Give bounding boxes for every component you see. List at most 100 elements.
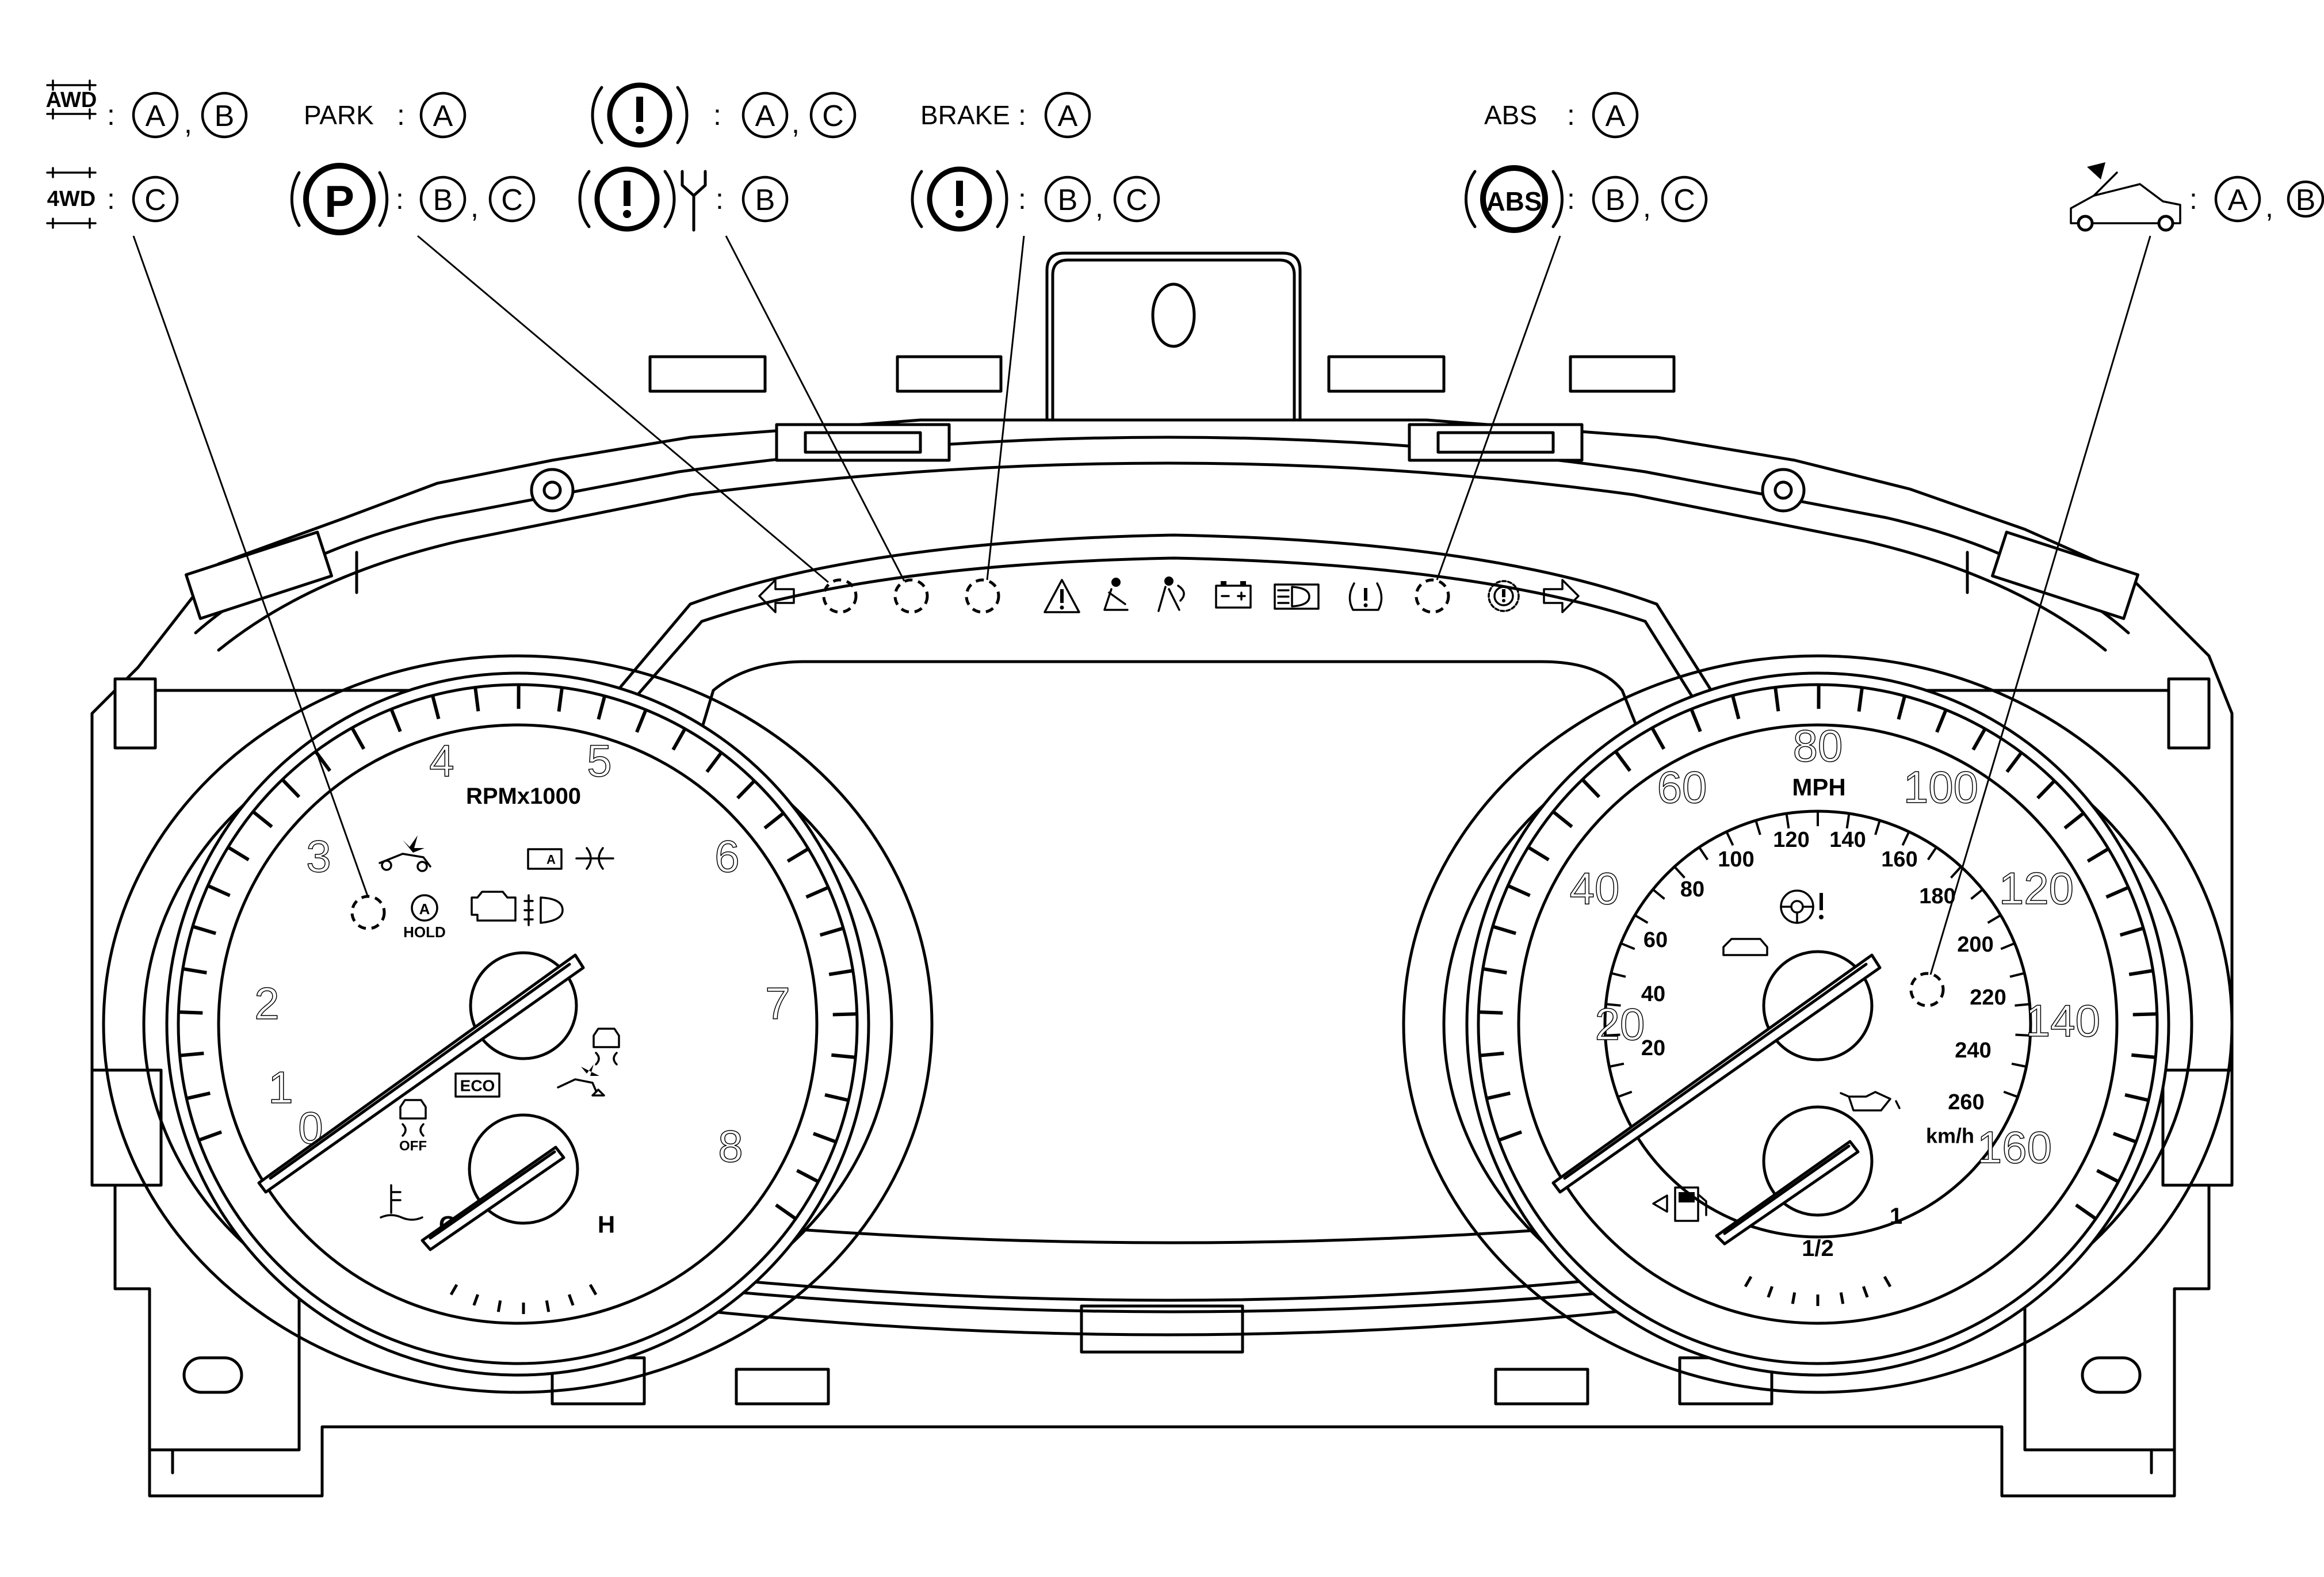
svg-text::: : bbox=[713, 99, 721, 131]
temp-high-label: H bbox=[598, 1211, 615, 1238]
speed-needle bbox=[1551, 953, 1882, 1194]
pedestrian-warning-icon bbox=[557, 1064, 605, 1097]
tick-mark bbox=[812, 1132, 836, 1143]
tick-mark bbox=[671, 728, 686, 751]
callout-b: B bbox=[2287, 180, 2324, 218]
tick-mark bbox=[2105, 886, 2128, 899]
tick-mark bbox=[2128, 969, 2153, 976]
tick-mark bbox=[1615, 751, 1631, 772]
tick-mark bbox=[2000, 942, 2015, 950]
svg-text:HOLD: HOLD bbox=[403, 923, 446, 941]
traction-off-icon: OFF bbox=[399, 1099, 427, 1154]
svg-text::: : bbox=[107, 183, 115, 215]
cruise-icon bbox=[1722, 938, 1768, 956]
tire-pressure-icon bbox=[1348, 582, 1383, 611]
battery-icon bbox=[1215, 581, 1252, 609]
tach-number-4: 4 bbox=[429, 735, 454, 786]
tick-mark bbox=[1785, 814, 1790, 829]
tick-mark bbox=[1970, 889, 1983, 900]
mph-number-20: 20 bbox=[1595, 999, 1645, 1049]
turn-left-icon bbox=[758, 579, 795, 613]
tick-mark bbox=[2036, 780, 2055, 800]
callout-a: A bbox=[741, 91, 789, 139]
tick-mark bbox=[208, 884, 231, 898]
callout-c: C bbox=[1661, 175, 1708, 223]
callout-a: A bbox=[1044, 91, 1091, 139]
tick-mark bbox=[472, 1294, 480, 1306]
tick-mark bbox=[597, 696, 606, 720]
tick-mark bbox=[1883, 1276, 1892, 1288]
tick-mark bbox=[1493, 925, 1517, 935]
tick-mark bbox=[228, 846, 250, 861]
svg-text:60: 60 bbox=[1643, 928, 1668, 952]
tick-mark bbox=[786, 847, 809, 863]
speedometer: 20 40 60 80 100 120 140 160 MPH 20 40 60… bbox=[1402, 654, 2234, 1394]
svg-text:220: 220 bbox=[1970, 986, 2006, 1010]
lamp-position-park bbox=[822, 578, 858, 614]
svg-text:B: B bbox=[1606, 184, 1626, 217]
svg-text::: : bbox=[107, 99, 115, 131]
tick-mark bbox=[824, 1093, 848, 1102]
tick-mark bbox=[588, 1284, 598, 1296]
tick-mark bbox=[1699, 847, 1709, 861]
tick-mark bbox=[1528, 846, 1550, 861]
tach-tick-marks bbox=[179, 685, 856, 1220]
brake-service-icon bbox=[578, 166, 707, 232]
leader-lines bbox=[132, 235, 2151, 975]
callout-c: C bbox=[132, 175, 179, 223]
tach-number-1: 1 bbox=[268, 1062, 293, 1113]
tick-mark bbox=[179, 1010, 203, 1015]
tick-mark bbox=[805, 886, 828, 899]
parking-brake-icon: P bbox=[290, 163, 389, 235]
speed-tick-marks bbox=[1480, 685, 2156, 1220]
svg-text:100: 100 bbox=[1718, 847, 1754, 872]
tick-mark bbox=[828, 969, 853, 976]
fog-light-icon bbox=[523, 894, 564, 926]
tick-mark bbox=[2015, 1003, 2029, 1007]
tick-mark bbox=[1607, 1003, 1621, 1007]
fuel-pump-icon bbox=[1652, 1186, 1707, 1222]
svg-text::: : bbox=[1018, 99, 1026, 131]
svg-text:C: C bbox=[1126, 184, 1148, 217]
tick-mark bbox=[736, 780, 755, 800]
callout-a: A bbox=[1592, 91, 1639, 139]
fuel-needle bbox=[1715, 1140, 1860, 1246]
tick-mark bbox=[1935, 710, 1947, 733]
tick-mark bbox=[1987, 915, 2001, 924]
tach-number-5: 5 bbox=[587, 735, 611, 786]
tick-mark bbox=[2096, 1169, 2119, 1183]
svg-text:180: 180 bbox=[1919, 884, 1955, 908]
tick-mark bbox=[496, 1300, 502, 1312]
tick-mark bbox=[1845, 814, 1851, 829]
auto-high-beam-icon: A bbox=[527, 848, 563, 870]
svg-text:AWD: AWD bbox=[46, 88, 97, 112]
callout-a: A bbox=[132, 91, 179, 139]
turn-right-icon bbox=[1543, 579, 1580, 613]
tick-mark bbox=[1635, 915, 1649, 924]
lamp-position-hood bbox=[1909, 972, 1945, 1007]
park-label: PARK bbox=[304, 100, 374, 130]
tick-mark bbox=[2011, 1062, 2025, 1068]
callout-b: B bbox=[419, 175, 467, 223]
kmh-unit-label: km/h bbox=[1926, 1124, 1974, 1148]
lamp-position-brake bbox=[965, 578, 1000, 614]
tick-mark bbox=[351, 728, 366, 750]
tick-mark bbox=[199, 1130, 223, 1141]
tick-mark bbox=[1582, 779, 1601, 799]
svg-text:C: C bbox=[144, 184, 166, 217]
tach-number-3: 3 bbox=[306, 831, 331, 881]
svg-text:C: C bbox=[1673, 184, 1695, 217]
svg-text:A: A bbox=[1058, 100, 1078, 133]
brake-warning-icon bbox=[911, 166, 1008, 232]
tick-mark bbox=[1610, 1062, 1624, 1068]
center-display bbox=[597, 533, 1727, 1337]
tick-mark bbox=[1857, 688, 1864, 712]
4wd-icon: 4WD bbox=[46, 167, 97, 229]
auto-hold-icon: A HOLD bbox=[403, 894, 446, 941]
svg-text:140: 140 bbox=[1829, 828, 1866, 852]
mph-number-100: 100 bbox=[1903, 762, 1978, 812]
tick-mark bbox=[1731, 696, 1741, 720]
brake-warning-icon bbox=[591, 82, 689, 148]
tach-number-6: 6 bbox=[714, 831, 739, 881]
tick-mark bbox=[1606, 1033, 1620, 1037]
